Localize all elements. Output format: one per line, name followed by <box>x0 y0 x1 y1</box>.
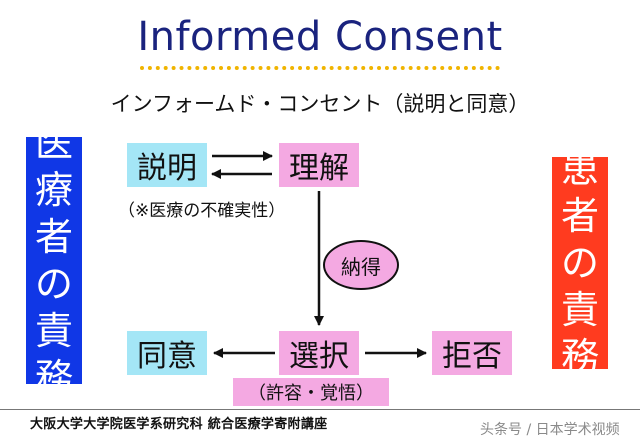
uncertainty-note: （※医療の不確実性） <box>118 201 286 221</box>
physician-duty-label: 医 療 者 の 責 務 <box>26 121 82 400</box>
patient-duty-char: 患 <box>560 146 599 191</box>
physician-duty-char: の <box>34 261 73 306</box>
slide-title: Informed Consent <box>137 14 503 60</box>
acceptance-node: 納得 <box>323 240 399 290</box>
patient-duty-char: 者 <box>560 193 599 238</box>
choice-node: 選択 <box>279 331 359 375</box>
slide-subtitle: インフォームド・コンセント（説明と同意） <box>110 92 530 116</box>
consent-node: 同意 <box>127 331 207 375</box>
watermark: 头条号 / 日本学术视频 <box>480 422 620 438</box>
refusal-node: 拒否 <box>432 331 512 375</box>
title-divider <box>140 66 500 70</box>
physician-duty-char: 療 <box>34 167 73 212</box>
patient-duty-label: 患 者 の 責 務 <box>552 147 608 379</box>
patient-duty-char: の <box>560 240 599 285</box>
physician-duty-char: 責 <box>34 308 73 353</box>
patient-duty-char: 務 <box>560 334 599 379</box>
physician-duty-char: 者 <box>34 214 73 259</box>
understanding-node: 理解 <box>279 143 359 187</box>
explanation-node: 説明 <box>127 143 207 187</box>
permission-note: （許容・覚悟） <box>233 378 389 406</box>
physician-duty-char: 医 <box>34 120 73 165</box>
physician-duty-char: 務 <box>34 355 73 400</box>
patient-duty-char: 責 <box>560 287 599 332</box>
footer-divider <box>0 409 640 410</box>
footer-affiliation: 大阪大学大学院医学系研究科 統合医療学寄附講座 <box>30 417 328 432</box>
